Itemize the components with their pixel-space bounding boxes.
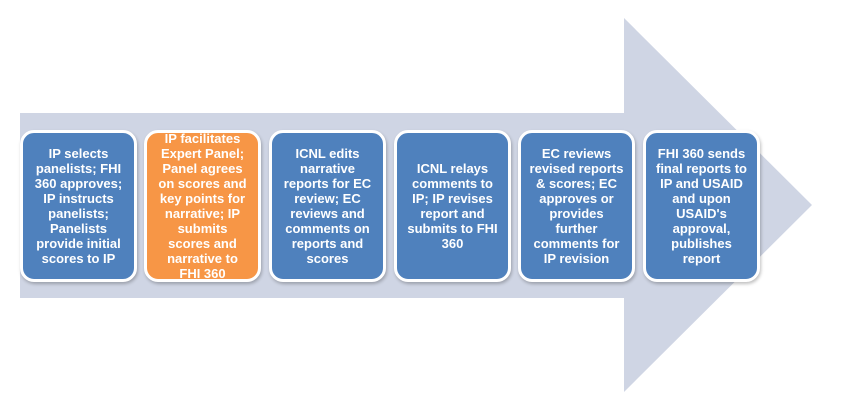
step-6-box: FHI 360 sends final reports to IP and US…: [643, 130, 760, 282]
step-2-box: IP facilitates Expert Panel; Panel agree…: [144, 130, 261, 282]
step-2-text: IP facilitates Expert Panel; Panel agree…: [158, 131, 247, 281]
step-4-text: ICNL relays comments to IP; IP revises r…: [407, 161, 498, 251]
step-6-text: FHI 360 sends final reports to IP and US…: [655, 146, 747, 266]
step-3-box: ICNL edits narrative reports for EC revi…: [269, 130, 386, 282]
step-5-box: EC reviews revised reports & scores; EC …: [518, 130, 635, 282]
step-5-text: EC reviews revised reports & scores; EC …: [529, 146, 624, 266]
step-1-text: IP selects panelists; FHI 360 approves; …: [34, 146, 123, 266]
step-3-text: ICNL edits narrative reports for EC revi…: [283, 146, 372, 266]
step-4-box: ICNL relays comments to IP; IP revises r…: [394, 130, 511, 282]
step-1-box: IP selects panelists; FHI 360 approves; …: [20, 130, 137, 282]
